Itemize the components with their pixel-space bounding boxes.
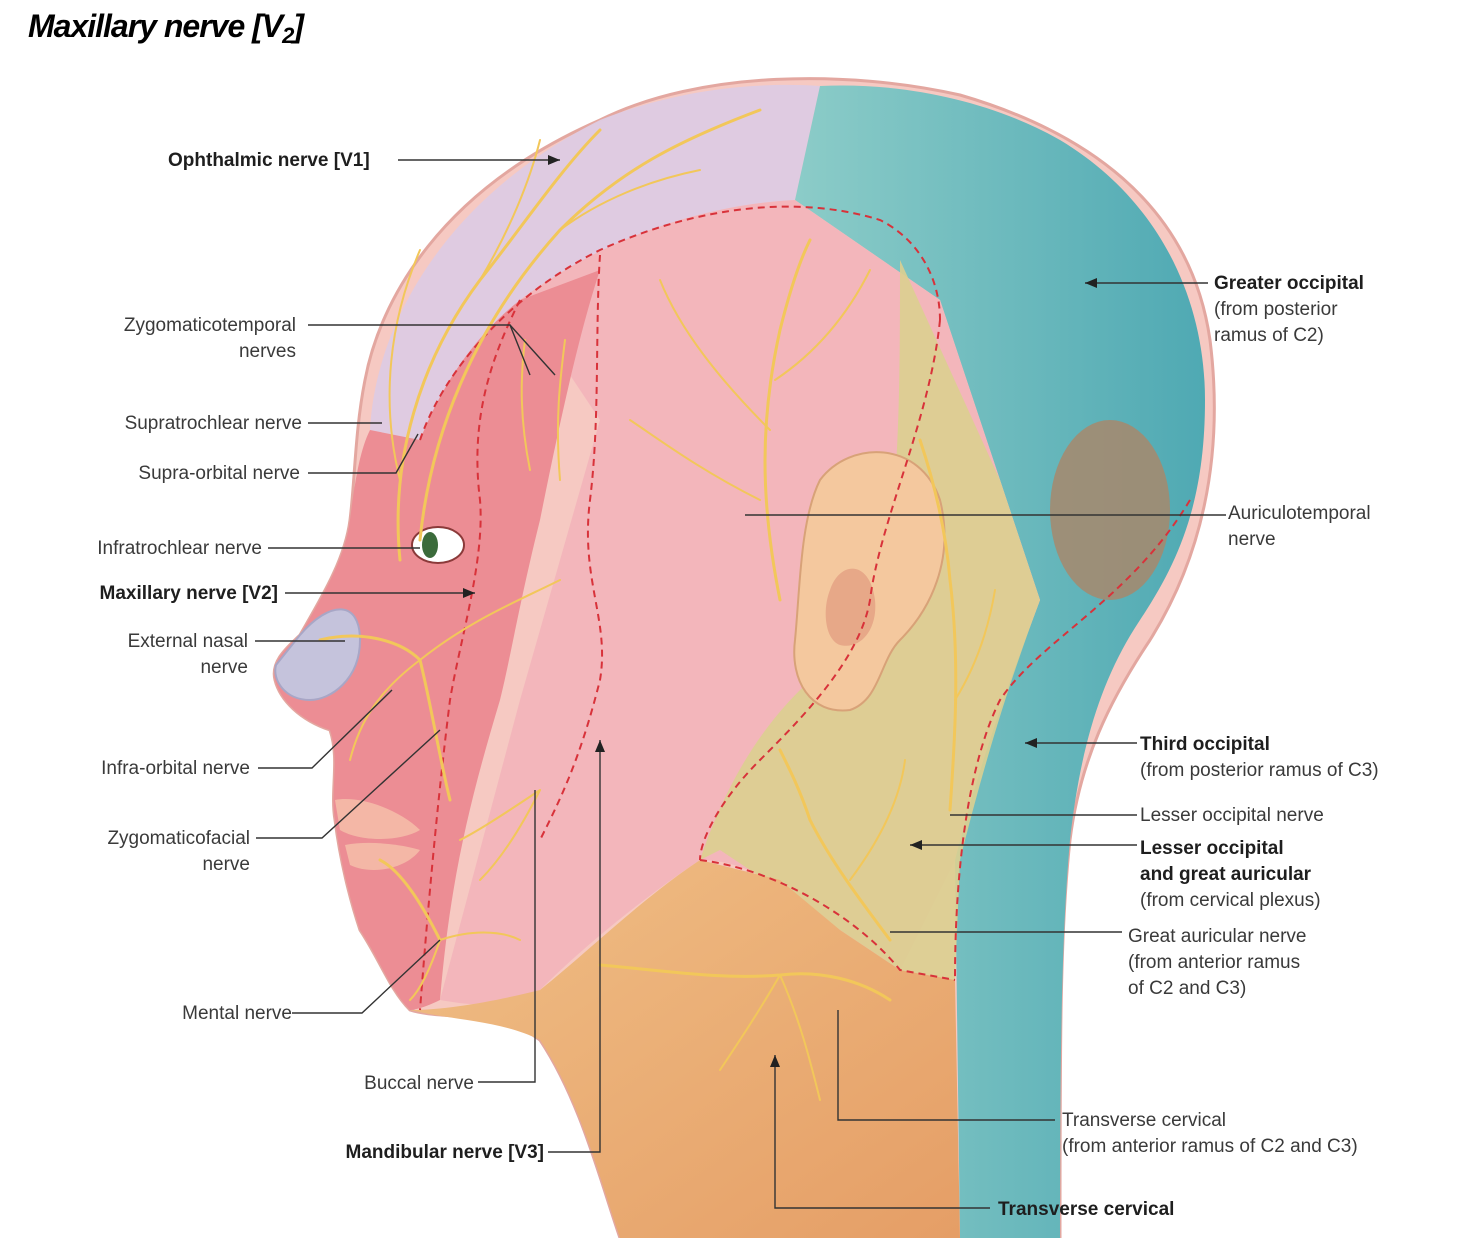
page-title-subscript: 2 — [282, 23, 294, 48]
nerve-mental-branches — [378, 858, 521, 1001]
label-transverse-cervical: Transverse cervical — [998, 1199, 1174, 1220]
nerve-zygomaticotemporal-branches — [520, 339, 566, 481]
page-title: Maxillary nerve [V2] — [28, 8, 304, 49]
nerve-buccal-branches — [459, 789, 541, 881]
leader-lines — [255, 159, 1226, 1209]
lower-lip — [345, 842, 420, 870]
region-ophthalmic — [370, 84, 820, 441]
boundary-occipital — [954, 499, 1191, 981]
label-auriculotemporal-2: nerve — [1228, 529, 1276, 550]
boundary-temporal — [539, 254, 604, 841]
label-auriculotemporal-1: Auriculotemporal — [1228, 503, 1371, 524]
label-maxillary-nerve: Maxillary nerve [V2] — [100, 583, 278, 604]
occipital-belly — [1050, 420, 1170, 600]
page-title-main: Maxillary nerve [V — [28, 8, 283, 44]
label-mental-nerve: Mental nerve — [182, 1003, 292, 1024]
label-lesser-great-1: Lesser occipital — [1140, 838, 1284, 859]
nerve-cervical-branches — [598, 438, 996, 1101]
label-external-nasal-2: nerve — [200, 657, 248, 678]
leader-arrows — [463, 155, 1097, 1067]
label-ophthalmic-nerve: Ophthalmic nerve [V1] — [168, 150, 370, 171]
nerve-auriculotemporal-branches — [629, 238, 871, 602]
label-greater-occipital-3: ramus of C2) — [1214, 325, 1324, 346]
label-zygomaticofacial-2: nerve — [202, 854, 250, 875]
nerve-infraorbital-branches — [318, 579, 561, 802]
label-transverse-cervical-nerve-2: (from anterior ramus of C2 and C3) — [1062, 1136, 1358, 1157]
iris — [422, 532, 438, 558]
label-supratrochlear-nerve: Supratrochlear nerve — [125, 413, 302, 434]
label-zygomaticofacial-1: Zygomaticofacial — [107, 828, 250, 849]
label-great-auricular-1: Great auricular nerve — [1128, 926, 1306, 947]
nerve-ophthalmic-branches — [388, 108, 762, 562]
region-transverse-cervical — [410, 860, 960, 1238]
page-title-end: ] — [293, 8, 304, 44]
label-zygomaticotemporal-2: nerves — [239, 341, 296, 362]
label-buccal-nerve: Buccal nerve — [364, 1073, 474, 1094]
label-great-auricular-3: of C2 and C3) — [1128, 978, 1246, 999]
label-greater-occipital-1: Greater occipital — [1214, 273, 1364, 294]
label-greater-occipital-2: (from posterior — [1214, 299, 1338, 320]
upper-lip — [335, 799, 420, 839]
label-infratrochlear-nerve: Infratrochlear nerve — [97, 538, 262, 559]
label-third-occipital-1: Third occipital — [1140, 734, 1270, 755]
label-lesser-great-3: (from cervical plexus) — [1140, 890, 1321, 911]
label-infraorbital-nerve: Infra-orbital nerve — [101, 758, 250, 779]
label-third-occipital-2: (from posterior ramus of C3) — [1140, 760, 1379, 781]
label-mandibular-nerve: Mandibular nerve [V3] — [346, 1142, 545, 1163]
boundary-v2-v3 — [419, 299, 521, 1011]
label-zygomaticotemporal-1: Zygomaticotemporal — [124, 315, 296, 336]
region-greater-occipital — [795, 85, 1205, 1238]
label-external-nasal-1: External nasal — [128, 631, 248, 652]
label-lesser-occipital-nerve: Lesser occipital nerve — [1140, 805, 1324, 826]
nose — [274, 608, 362, 702]
label-lesser-great-2: and great auricular — [1140, 864, 1312, 885]
label-transverse-cervical-nerve-1: Transverse cervical — [1062, 1110, 1226, 1131]
label-supraorbital-nerve: Supra-orbital nerve — [138, 463, 300, 484]
boundary-cervical-neck — [699, 859, 956, 981]
boundary-cervical-face — [699, 319, 941, 861]
label-great-auricular-2: (from anterior ramus — [1128, 952, 1300, 973]
